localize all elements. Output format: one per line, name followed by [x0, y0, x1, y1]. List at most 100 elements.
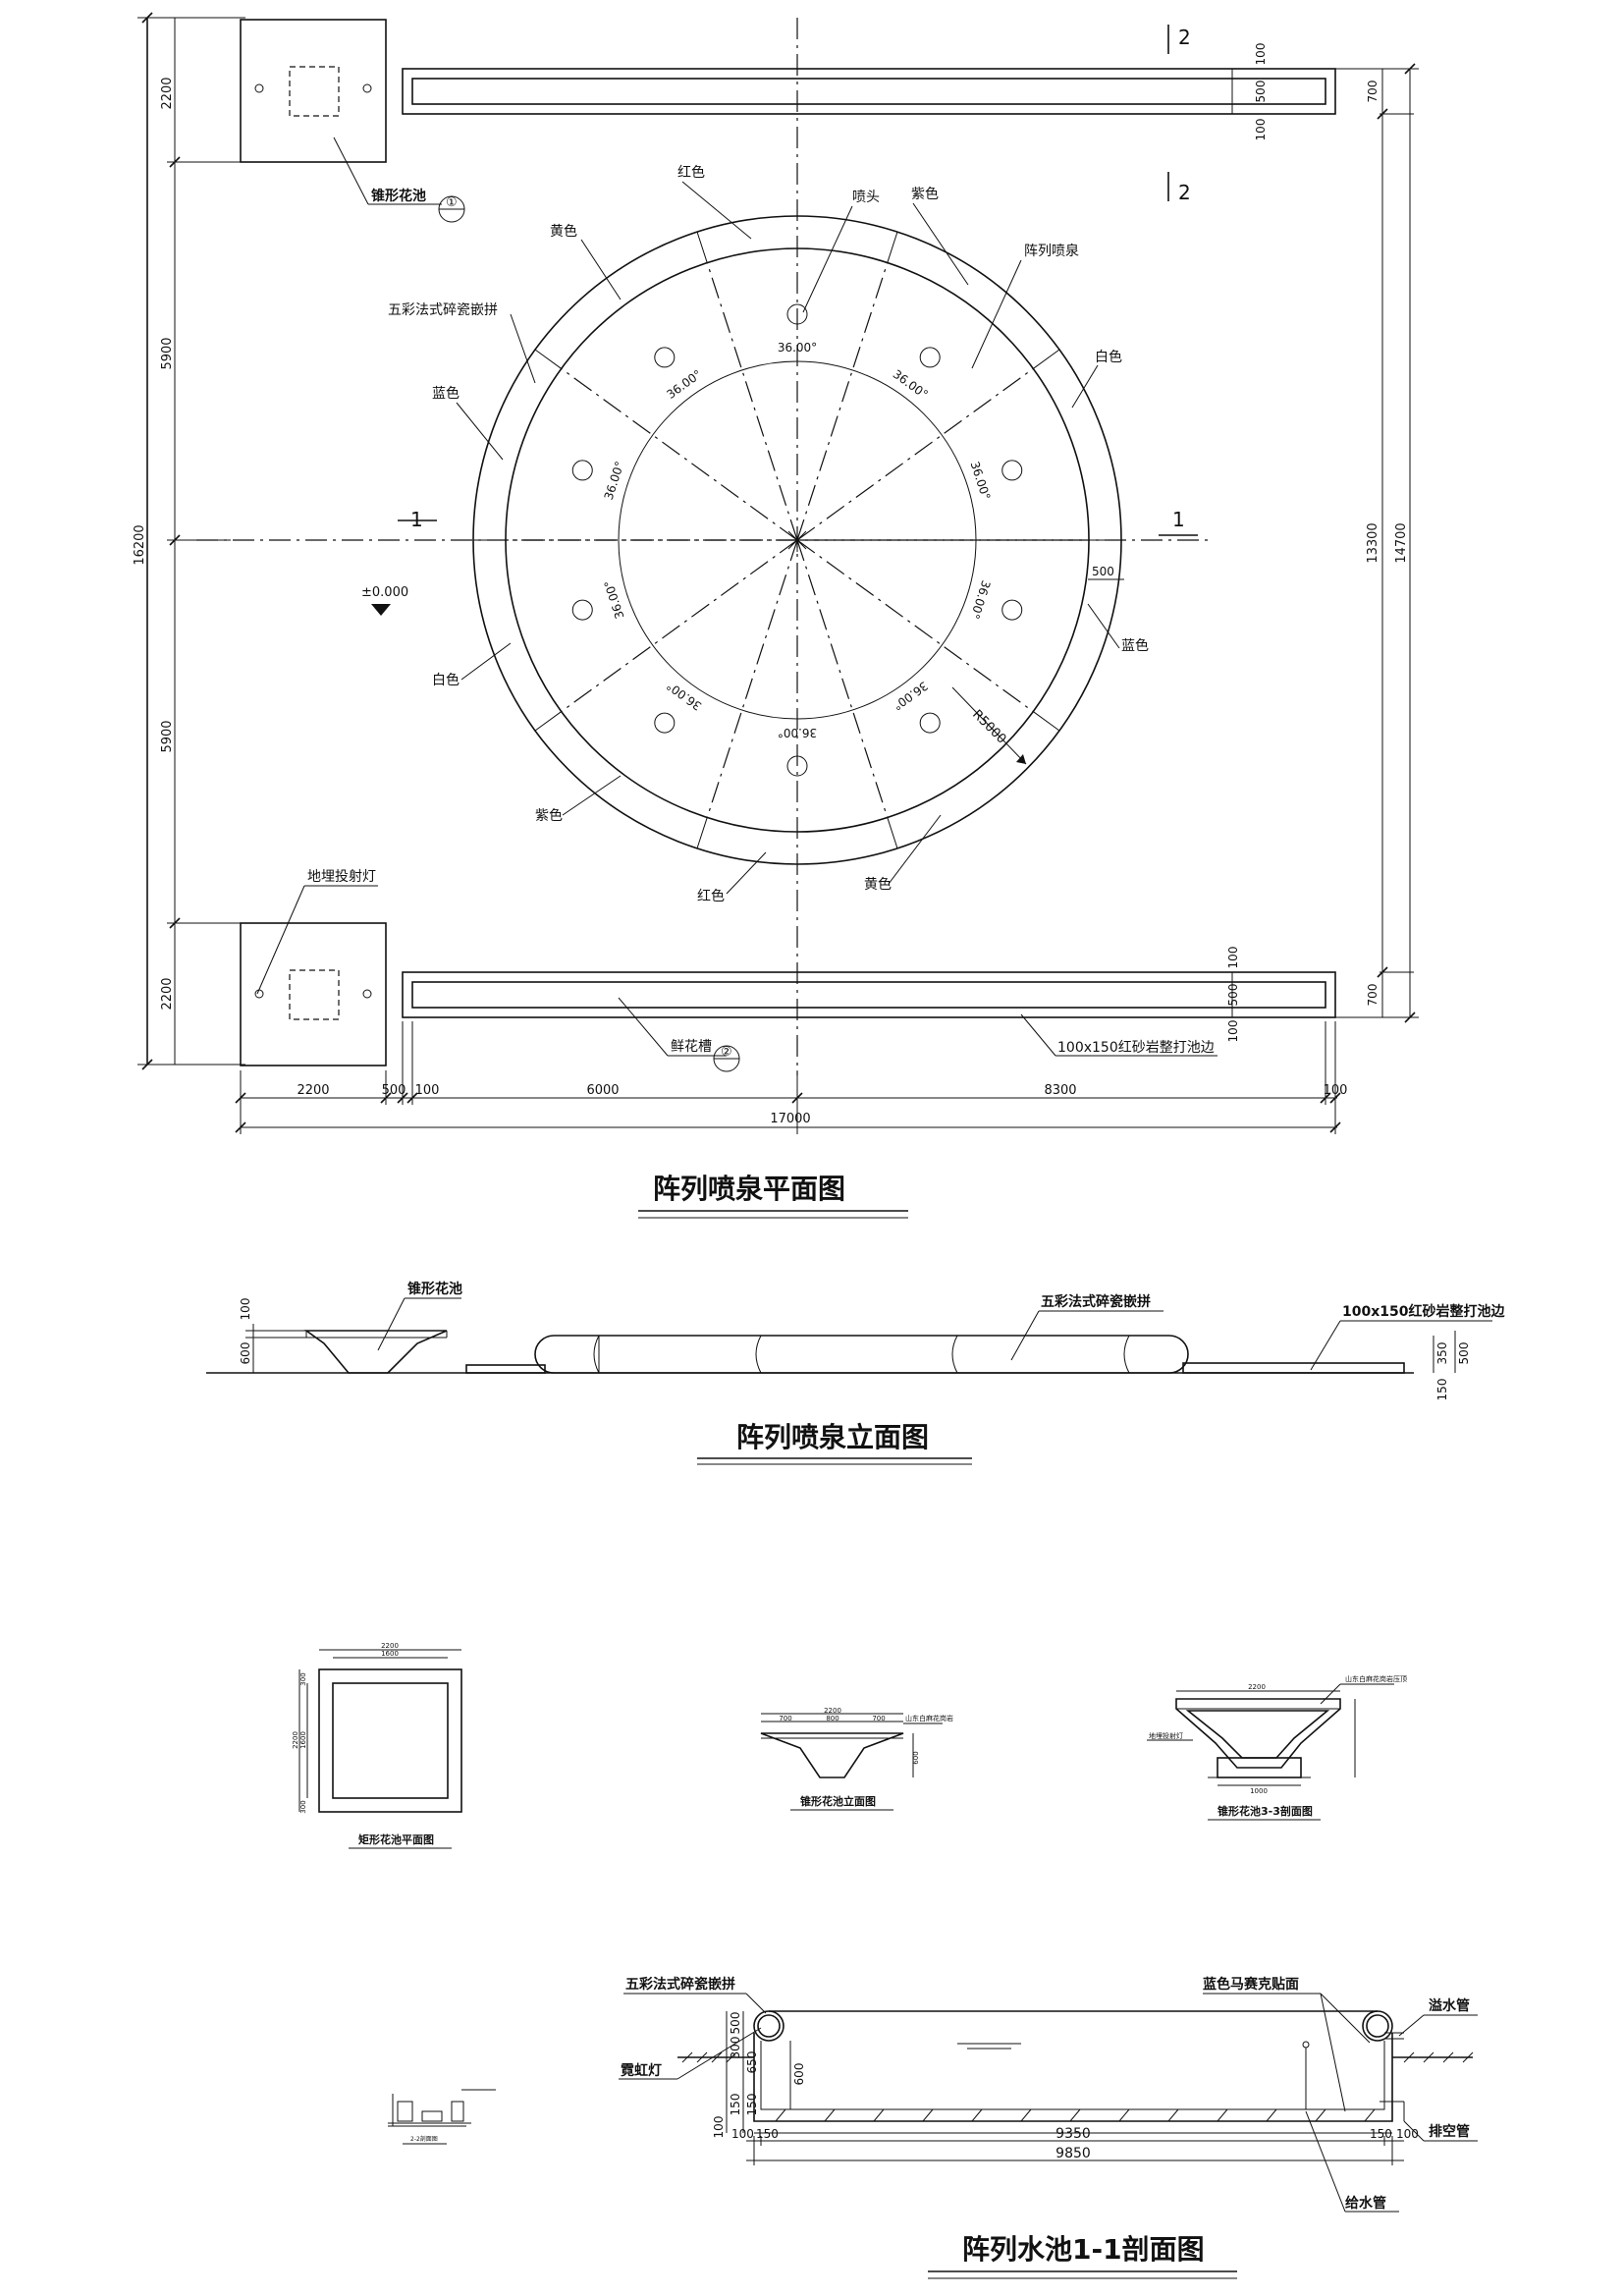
ring-divider	[696, 817, 708, 849]
nozzle-hole	[654, 347, 676, 368]
elev-dim-100: 100	[239, 1298, 252, 1321]
dim-b-100r: 100	[1324, 1083, 1348, 1098]
label-blue-left: 蓝色	[432, 385, 460, 402]
corner-pool-top-left	[240, 19, 387, 163]
elev-dim-600: 600	[239, 1342, 252, 1365]
nozzle-hole	[919, 712, 941, 734]
section1-left-label: 1	[410, 508, 423, 531]
dim-left-bottom: 2200	[160, 977, 175, 1010]
dim-top-500: 500	[1254, 81, 1268, 103]
sec-label-neon: 霓虹灯	[621, 2062, 662, 2079]
label-white-left: 白色	[432, 672, 460, 688]
cone-sec-note2: 地埋投射灯	[1149, 1731, 1183, 1740]
section2-bottom-label: 2	[1178, 181, 1191, 204]
ring-divider	[1032, 711, 1060, 732]
sec-label-blue-mosaic: 蓝色马赛克贴面	[1203, 1976, 1299, 1993]
rect-dim-left3: 300	[299, 1672, 307, 1685]
sec-dim-100r: 100	[1396, 2127, 1419, 2141]
rect-dim-left2: 1600	[299, 1731, 307, 1749]
radial-line	[796, 367, 1034, 541]
dim-b-total: 17000	[770, 1112, 810, 1126]
dim-top-100b: 100	[1254, 119, 1268, 141]
flower-trough-bottom	[402, 971, 1336, 1018]
ring-divider	[887, 231, 898, 263]
nozzle-hole	[1001, 599, 1023, 621]
sec-dim-100: 100	[712, 2116, 726, 2139]
angle-label: 36.00°	[968, 460, 994, 502]
cone-sec-dim-bot: 1000	[1250, 1787, 1268, 1795]
dim-left-mid1: 5900	[160, 337, 175, 369]
dim-bot-100: 100	[1226, 947, 1240, 969]
radius-text: R5000	[969, 707, 1008, 746]
elevation-view: 100 600 350 500 150 锥形花池 五彩法式碎瓷嵌拼 100x15…	[206, 1281, 1505, 1465]
label-flower-trough: 鲜花槽	[671, 1039, 712, 1055]
label-edge-stone: 100x150红砂岩整打池边	[1057, 1039, 1215, 1056]
angle-label: 36.00°	[891, 679, 931, 713]
ring-segment-dividers	[473, 231, 1121, 849]
cone-sec-title: 锥形花池3-3剖面图	[1217, 1804, 1313, 1818]
dim-b-8300: 8300	[1044, 1083, 1076, 1098]
rect-dim-top1: 2200	[381, 1642, 399, 1650]
sec-dim-500: 500	[729, 2012, 742, 2035]
rect-dim-left1: 2200	[292, 1731, 299, 1749]
elev-label-cone-pool: 锥形花池	[407, 1281, 462, 1297]
label-trough-ref: ②	[721, 1045, 732, 1060]
dim-bot-500: 500	[1226, 984, 1240, 1007]
dim-left-mid2: 5900	[160, 720, 175, 752]
dim-top-700: 700	[1366, 81, 1380, 103]
sec-dim-300: 300	[729, 2037, 742, 2059]
detail-small-section: 2-2剖面图	[388, 2089, 496, 2145]
plan-title: 阵列喷泉平面图	[653, 1173, 845, 1205]
corner-pool-bottom-left	[240, 922, 387, 1066]
section1-right-label: 1	[1172, 508, 1185, 531]
nozzle-hole	[571, 599, 593, 621]
angle-label: 36.00°	[602, 578, 627, 621]
plan-leaders: 锥形花池 ① 红色 喷头 紫色 阵列喷泉 黄色 五彩法式碎瓷嵌拼 白色 蓝色 蓝…	[256, 137, 1217, 1072]
sec-dim-600: 600	[792, 2063, 806, 2086]
sec-dim-150r: 150	[1370, 2127, 1392, 2141]
dim-b-2200: 2200	[297, 1083, 329, 1098]
nozzle-hole	[571, 460, 593, 481]
label-purple-top: 紫色	[911, 186, 939, 202]
cone-elev-dim-top: 2200	[824, 1707, 841, 1715]
nozzle-hole	[786, 303, 808, 325]
nozzle-hole	[654, 712, 676, 734]
ring-divider	[696, 231, 708, 263]
sec-label-drain: 排空管	[1429, 2123, 1470, 2140]
cone-elev-dim-a: 700	[779, 1715, 791, 1722]
detail-cone-pool-elevation: 2200 700 800 700 600 山东白麻花岗岩 锥形花池立面图	[760, 1707, 953, 1811]
angle-label: 36.00°	[664, 367, 704, 402]
rect-dim-top2: 1600	[381, 1650, 399, 1658]
angle-label: 36.00°	[778, 726, 817, 739]
angle-label: 36.00°	[891, 367, 931, 402]
angle-label: 36.00°	[664, 679, 704, 713]
radial-line	[561, 367, 798, 541]
label-cone-pool: 锥形花池	[371, 188, 426, 204]
cone-elev-title: 锥形花池立面图	[800, 1794, 876, 1808]
label-yellow-top: 黄色	[550, 223, 577, 240]
dim-b-100: 100	[415, 1083, 440, 1098]
sec-dim-650: 650	[745, 2051, 759, 2074]
level-text: ±0.000	[361, 585, 408, 600]
dim-b-6000: 6000	[586, 1083, 619, 1098]
dim-left-top: 2200	[160, 77, 175, 109]
ring-divider	[887, 817, 898, 849]
cone-sec-note1: 山东白麻花岗岩压顶	[1345, 1674, 1407, 1683]
label-ground-light: 地埋投射灯	[307, 869, 376, 885]
cone-sec-dim-top: 2200	[1248, 1683, 1266, 1691]
rect-dim-left4: 300	[299, 1800, 307, 1813]
ring-divider	[534, 711, 563, 732]
elev-dim-500: 500	[1457, 1342, 1471, 1365]
section-marker-2: 2 2	[1167, 25, 1191, 204]
detail-cone-pool-section: 2200 1000 山东白麻花岗岩压顶 地埋投射灯 锥形花池3-3剖面图	[1147, 1674, 1407, 1821]
dim-right-inner: 13300	[1366, 522, 1380, 563]
section2-top-label: 2	[1178, 26, 1191, 49]
detail-rect-pool-plan: 2200 1600 2200 1600 300 300 矩形花池平面图	[292, 1642, 462, 1849]
dim-right-outer: 14700	[1394, 522, 1409, 563]
elev-label-mosaic: 五彩法式碎瓷嵌拼	[1041, 1293, 1151, 1310]
elev-dim-350: 350	[1435, 1342, 1449, 1365]
nozzle-hole	[786, 755, 808, 777]
section-title: 阵列水池1-1剖面图	[962, 2233, 1205, 2266]
cone-elev-dim-b: 800	[826, 1715, 839, 1722]
